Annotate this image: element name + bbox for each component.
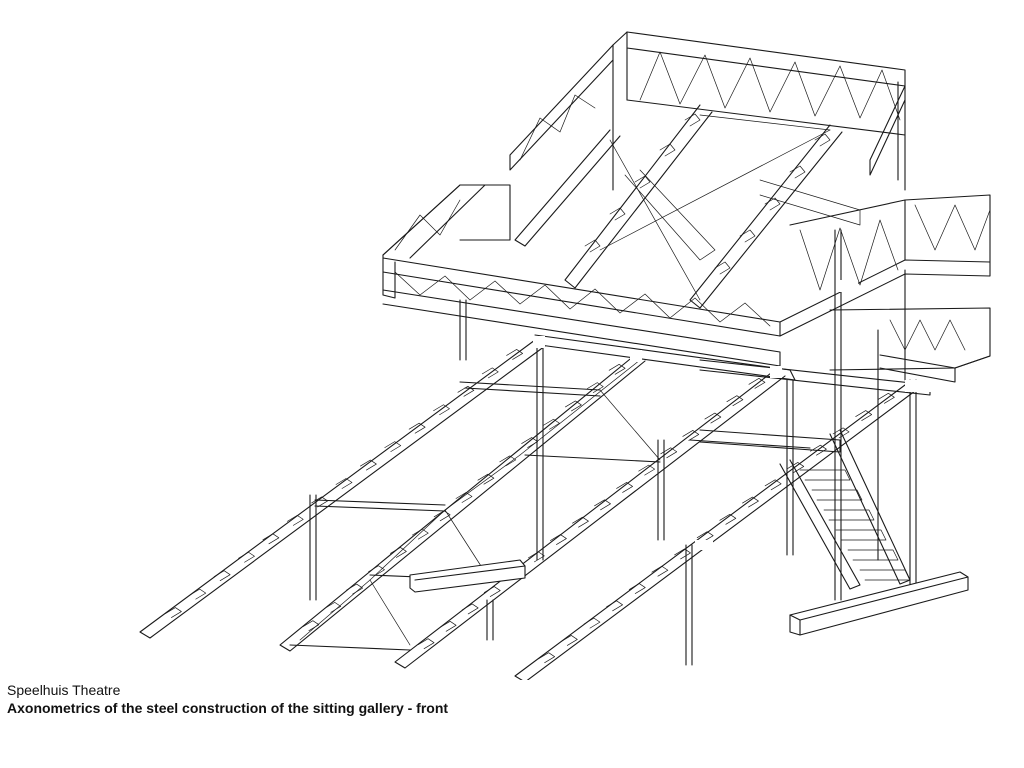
upper-gallery-truss: [509, 31, 906, 191]
support-columns: [309, 229, 917, 666]
steel-structure-svg: [139, 31, 991, 683]
seat-treads: [165, 349, 895, 664]
caption: Speelhuis Theatre Axonometrics of the st…: [7, 681, 448, 718]
upper-stringers: [514, 104, 861, 309]
caption-subtitle: Axonometrics of the steel construction o…: [7, 700, 449, 716]
connector-plates: [533, 280, 931, 550]
middle-gallery-truss: [382, 184, 991, 383]
caption-title: Speelhuis Theatre: [7, 682, 121, 698]
axonometric-drawing: [139, 31, 991, 683]
rear-stairs: [409, 429, 969, 636]
horizontal-bracing: [289, 359, 811, 651]
